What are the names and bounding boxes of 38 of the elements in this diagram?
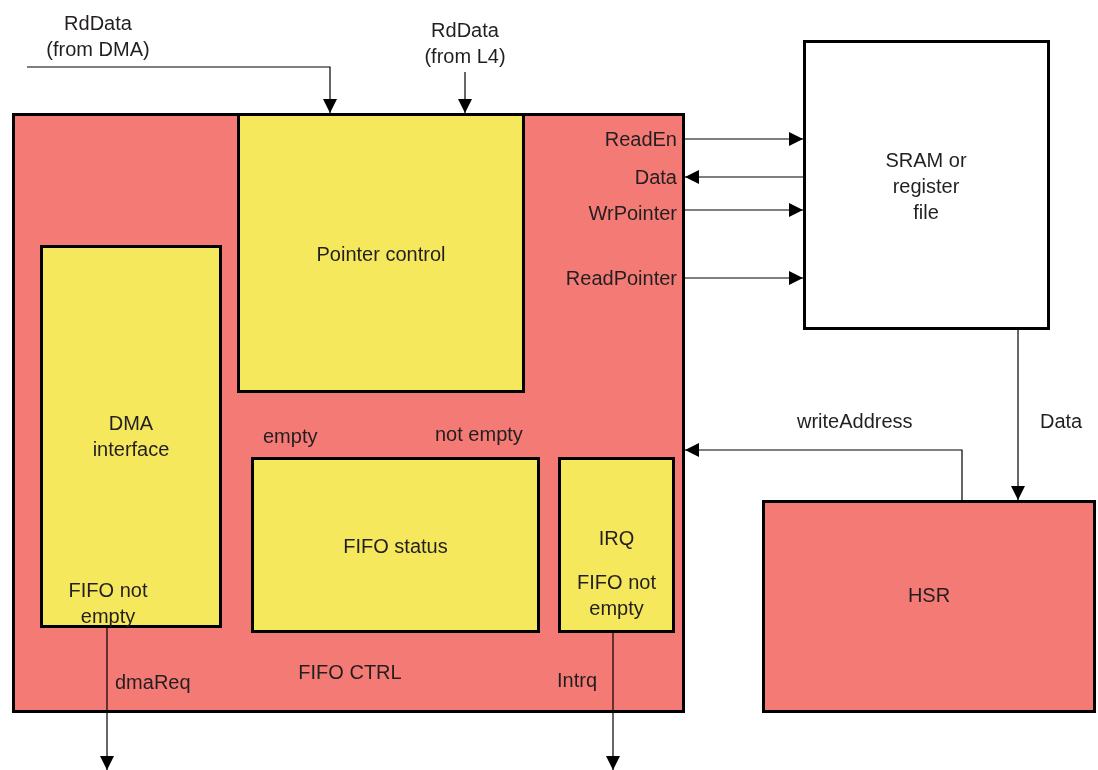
edge-label: Data bbox=[1040, 409, 1083, 434]
arrow bbox=[458, 71, 472, 114]
block-box bbox=[762, 500, 1096, 713]
edge-label: dmaReq bbox=[115, 670, 191, 695]
arrow bbox=[1011, 329, 1025, 501]
edge-label: ReadEn bbox=[604, 127, 677, 152]
arrow bbox=[606, 632, 620, 770]
arrow bbox=[684, 443, 963, 501]
edge-label: ReadPointer bbox=[565, 266, 677, 291]
arrow bbox=[684, 271, 804, 285]
edge-label: Data bbox=[634, 165, 677, 190]
arrow bbox=[684, 132, 804, 146]
signal-label: RdData (from L4) bbox=[423, 18, 507, 69]
signal-label: FIFO not empty bbox=[576, 570, 657, 621]
signal-label: FIFO not empty bbox=[67, 578, 149, 629]
arrow bbox=[684, 170, 804, 184]
signal-label: not empty bbox=[435, 422, 523, 447]
signal-label: RdData (from DMA) bbox=[45, 11, 151, 62]
signal-label: empty bbox=[263, 424, 318, 449]
block-title: SRAM or register file bbox=[884, 148, 968, 225]
arrow bbox=[100, 627, 114, 770]
edge-label: Intrq bbox=[557, 668, 598, 693]
block-box bbox=[558, 457, 675, 633]
block-title: FIFO status bbox=[342, 534, 449, 559]
arrow bbox=[26, 66, 337, 114]
block-title: FIFO CTRL bbox=[297, 660, 403, 685]
block-box bbox=[40, 245, 222, 628]
block-title: HSR bbox=[906, 583, 952, 608]
block-title: Pointer control bbox=[315, 242, 447, 267]
block-box bbox=[237, 113, 525, 393]
block-box bbox=[251, 457, 540, 633]
edge-label: writeAddress bbox=[797, 409, 913, 434]
block-box bbox=[12, 113, 685, 713]
block-title: DMA interface bbox=[91, 411, 171, 462]
edge-label: WrPointer bbox=[588, 201, 677, 226]
arrow bbox=[684, 203, 804, 217]
memory-box bbox=[803, 40, 1050, 330]
block-title: IRQ bbox=[597, 526, 636, 551]
